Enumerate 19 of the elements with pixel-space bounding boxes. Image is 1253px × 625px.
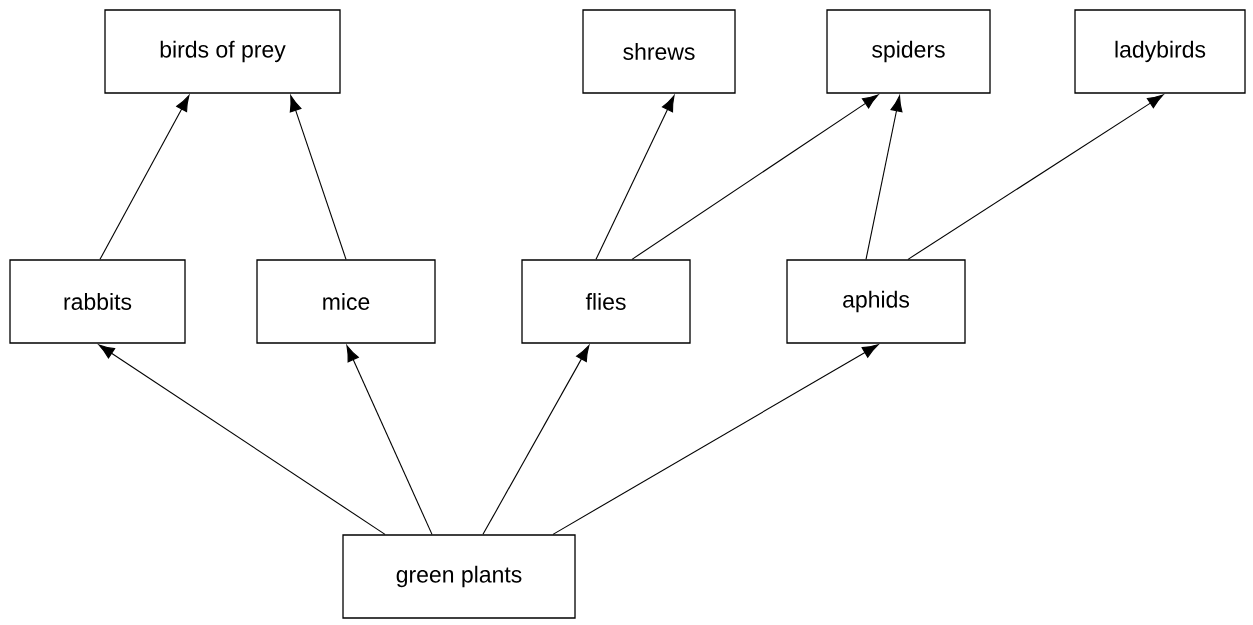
- organism-box: rabbits: [9, 259, 186, 344]
- arrow: [99, 95, 190, 260]
- arrow: [907, 94, 1164, 260]
- arrow: [552, 344, 879, 535]
- arrow: [482, 345, 590, 535]
- organism-box: birds of prey: [104, 9, 341, 94]
- arrow: [289, 95, 347, 260]
- arrow: [595, 95, 675, 260]
- arrow: [346, 345, 433, 535]
- organism-box: spiders: [826, 9, 991, 94]
- arrow: [98, 344, 386, 535]
- arrow: [865, 95, 903, 260]
- arrow: [631, 94, 879, 260]
- organism-box: aphids: [786, 259, 966, 344]
- organism-box: green plants: [342, 534, 576, 619]
- organism-box: ladybirds: [1074, 9, 1246, 94]
- organism-box: mice: [256, 259, 436, 344]
- organism-box: flies: [521, 259, 691, 344]
- organism-box: shrews: [582, 9, 736, 94]
